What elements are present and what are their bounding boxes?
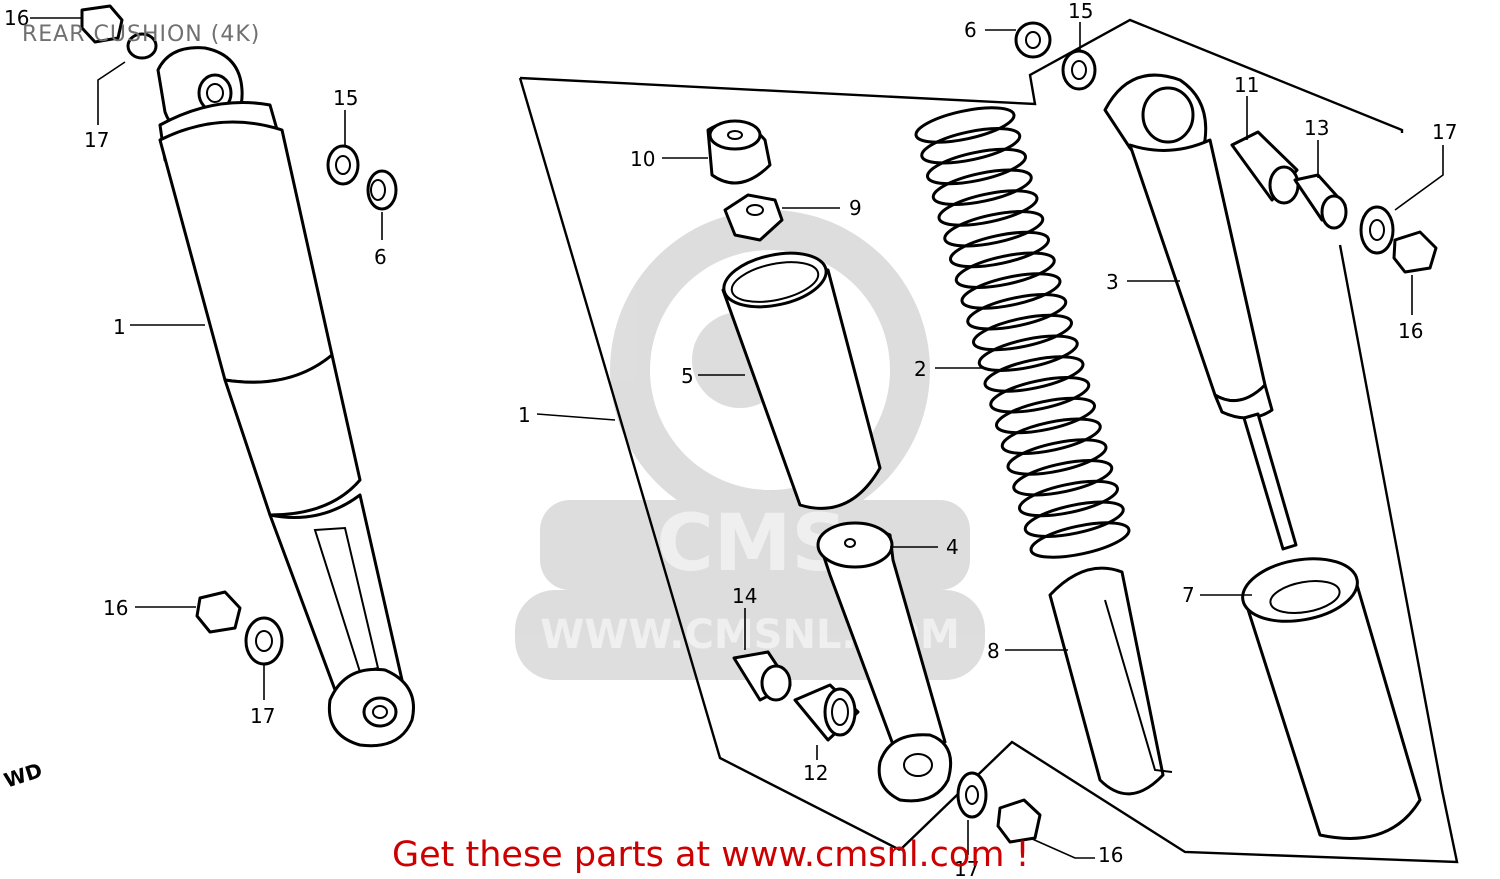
callout-numbers: 16 17 15 6 1 16 17 1 10 9 5 4 14 12 2 8 … [4, 0, 1457, 879]
part-14-collar [732, 650, 792, 702]
callout-16-right: 16 [1398, 319, 1423, 343]
spring-coil [966, 293, 1068, 331]
bush-6-left [366, 169, 398, 211]
spring-coil [983, 355, 1085, 393]
part-7-lower-cover [1241, 557, 1422, 840]
spring-coil [943, 210, 1045, 248]
spring-coil [1000, 417, 1102, 455]
callout-12: 12 [803, 761, 828, 785]
callout-6-right: 6 [964, 18, 977, 42]
spring-coil [995, 396, 1096, 435]
part-4-damper-lower [816, 521, 953, 803]
callout-9: 9 [849, 196, 862, 220]
spring-coil [926, 147, 1027, 186]
spring-coil [937, 189, 1039, 227]
spring-coil [1029, 521, 1131, 559]
part-2-spring [914, 106, 1131, 559]
callout-2: 2 [914, 357, 927, 381]
spring-coil [1023, 500, 1125, 538]
washer-17-right [1359, 205, 1395, 255]
part-5-upper-cover [721, 251, 882, 510]
callout-1-right: 1 [518, 403, 531, 427]
callout-8: 8 [987, 639, 1000, 663]
washer-17-bottom [956, 771, 988, 819]
callout-7: 7 [1182, 583, 1195, 607]
callout-11: 11 [1234, 73, 1259, 97]
callout-17-bottom: 17 [954, 857, 979, 879]
part-12-bush [793, 683, 860, 742]
part-8-sleeve [1048, 566, 1173, 796]
diagram-title: REAR CUSHION (4K) [22, 22, 261, 47]
callout-16-bottom: 16 [1098, 843, 1123, 867]
callout-4: 4 [946, 535, 959, 559]
callout-17-right: 17 [1432, 120, 1457, 144]
spring-coil [972, 313, 1073, 352]
callout-16-mid: 16 [103, 596, 128, 620]
exploded-frame-top [519, 18, 1404, 133]
exploded-frame-left [518, 77, 901, 852]
shock-absorber-assembled [156, 46, 415, 748]
callout-15-right: 15 [1068, 0, 1093, 23]
callout-13: 13 [1304, 116, 1329, 140]
part-10-rubber-cap [706, 119, 772, 185]
footer-promo-text[interactable]: Get these parts at www.cmsnl.com ! [392, 835, 1030, 875]
spring-coil [931, 168, 1033, 206]
leader-lines [30, 17, 1444, 859]
nut-16-mid-left [195, 590, 242, 634]
spring-coil [914, 106, 1016, 144]
spring-coil [960, 272, 1062, 310]
exploded-frame-bottom [899, 244, 1459, 864]
callout-15-left: 15 [333, 86, 358, 110]
bush-6-right [1014, 21, 1052, 59]
spring-coil [1006, 438, 1108, 476]
callout-17-mid: 17 [250, 704, 275, 728]
spring-coil [1018, 479, 1119, 518]
watermark-brand: CMS [656, 499, 847, 589]
spring-coil [954, 251, 1056, 289]
callout-16-top: 16 [4, 6, 29, 30]
callout-17-top: 17 [84, 128, 109, 152]
callout-10: 10 [630, 147, 655, 171]
nut-16-right [1392, 230, 1438, 274]
callout-5: 5 [681, 364, 694, 388]
spring-coil [949, 230, 1050, 269]
part-9-lock-nut [723, 193, 784, 242]
fwd-label: WD [1, 758, 45, 793]
callout-6-left: 6 [374, 245, 387, 269]
callout-14: 14 [732, 584, 757, 608]
spring-coil [1012, 459, 1114, 497]
part-11-rubber-bush [1230, 130, 1300, 205]
nut-16-bottom [996, 798, 1042, 844]
part-3-damper-upper [1103, 73, 1298, 551]
washer-15-right [1061, 49, 1097, 91]
spring-coil [920, 127, 1022, 165]
callout-1-left: 1 [113, 315, 126, 339]
part-13-collar [1293, 173, 1348, 230]
washer-15-left [326, 144, 360, 186]
spring-coil [977, 334, 1079, 372]
washer-17-mid-left [244, 616, 284, 666]
washer-17-top-left [126, 32, 158, 60]
spring-coil [989, 376, 1091, 414]
nut-16-top-left [80, 4, 124, 44]
callout-3: 3 [1106, 270, 1119, 294]
